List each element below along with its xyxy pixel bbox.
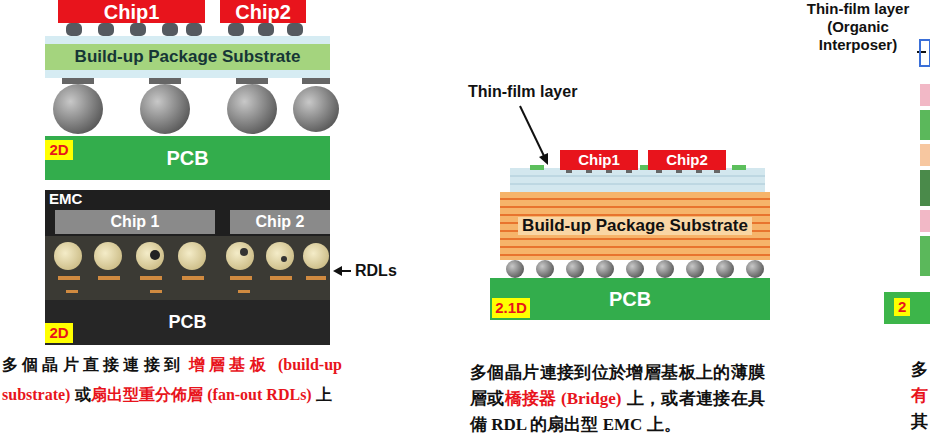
- caption-text: 或: [75, 386, 91, 403]
- caption-fragment: 其: [911, 412, 928, 432]
- part-label: Thin-film layer: [468, 82, 577, 101]
- leader-arrow: [333, 266, 351, 276]
- node-label: Chip1: [578, 152, 620, 169]
- dimension-tag: 2D: [45, 140, 73, 160]
- pcb-board: PCB 2D: [45, 136, 330, 180]
- cross-section-photo: [45, 190, 330, 345]
- part-label: RDLs: [355, 261, 397, 280]
- solder-balls: [506, 260, 764, 278]
- caption-block: 多個晶片連接到位於增層基板上的薄膜層或橋接器 (Bridge)上，或者連接在具備…: [470, 360, 765, 438]
- node-label: Chip1: [104, 1, 160, 23]
- chip-die: Chip 1: [55, 210, 215, 234]
- pcb-board: PCB 2.1D: [490, 278, 770, 320]
- micro-bumps: [66, 23, 303, 36]
- caption-fragment: 有: [911, 386, 928, 406]
- chip-die: Chip1: [58, 0, 205, 23]
- package-substrate: Build-up Package Substrate: [500, 192, 770, 260]
- part-label: Thin-film layer (Organic Interposer): [796, 0, 920, 54]
- chip-die: Chip2: [220, 0, 306, 23]
- solder-balls: [53, 78, 339, 134]
- chip-die: Chip 2: [230, 210, 330, 234]
- node-label: Chip2: [235, 1, 291, 23]
- dimension-tag: 2D: [45, 323, 73, 343]
- node-label: EMC: [49, 191, 82, 208]
- node-label: Build-up Package Substrate: [75, 48, 301, 67]
- node-label: 2D: [49, 142, 68, 159]
- caption-text: 扇出型重分佈層 (fan-out RDLs): [91, 386, 311, 403]
- caption-fragment: 多: [911, 360, 928, 380]
- cut-off-figure: [884, 40, 930, 324]
- caption-text: 上: [316, 386, 332, 403]
- caption-text: 橋接器 (Bridge): [505, 389, 622, 408]
- node-label: Build-up Package Substrate: [518, 217, 752, 236]
- node-label: Chip 1: [111, 213, 160, 231]
- node-label: PCB: [168, 313, 206, 333]
- leader-arrow: [520, 106, 548, 165]
- node-label: Chip2: [666, 152, 708, 169]
- node-label: PCB: [609, 288, 651, 310]
- node-label: Chip 2: [256, 213, 305, 231]
- dimension-tag: 2.1D: [492, 298, 530, 318]
- caption-text: 多個晶片直接連接到: [2, 356, 184, 373]
- caption-block: 多個晶片直接連接到增層基板 (build-up substrate)或扇出型重分…: [2, 350, 342, 410]
- emc-mold: EMC Chip 1 Chip 2: [45, 190, 330, 236]
- dimension-tag: 2: [894, 298, 910, 316]
- pcb-board: PCB 2D: [45, 300, 330, 345]
- chip-die: Chip2: [648, 150, 726, 170]
- node-label: 2.1D: [495, 300, 527, 317]
- package-substrate: Build-up Package Substrate: [45, 36, 330, 78]
- node-label: 2D: [49, 325, 68, 342]
- node-label: PCB: [166, 147, 208, 169]
- chip-die: Chip1: [560, 150, 638, 170]
